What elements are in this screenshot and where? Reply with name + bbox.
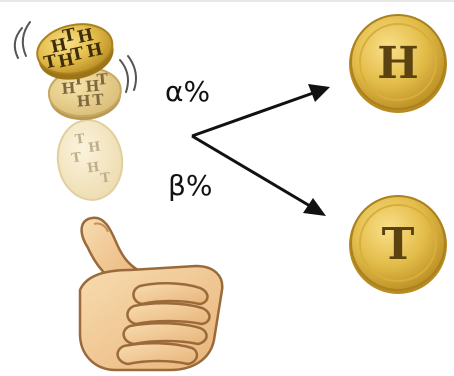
coin-top-letter: T: [69, 43, 86, 65]
alpha-probability-label: α%: [165, 75, 210, 108]
coin-faded-letter: H: [87, 139, 101, 156]
arrowhead-tails: [303, 198, 326, 216]
coin-top-letter: H: [76, 25, 96, 48]
coin-middle-letter: H: [76, 92, 92, 111]
arrow-to-heads: [191, 90, 317, 138]
coin-top: H T H T H T H: [36, 23, 114, 80]
coin-middle: H T H T H T: [47, 66, 122, 121]
coin-faded-letter: T: [74, 132, 86, 148]
coin-faded-letter: T: [100, 170, 112, 186]
tails-coin: T: [349, 195, 447, 294]
coin-top-letter: T: [42, 51, 59, 73]
heads-coin: H: [349, 14, 447, 113]
coin-middle-letter: T: [96, 70, 110, 89]
beta-probability-label: β%: [168, 169, 212, 202]
coin-top-letter: H: [56, 50, 76, 73]
coin-faded: T H T H T: [56, 119, 124, 201]
coin-middle-letter: H: [61, 79, 77, 98]
heads-letter: H: [377, 38, 419, 89]
arrow-to-tails: [191, 134, 311, 208]
coin-middle-letter: T: [92, 90, 106, 109]
coin-top-letter: T: [61, 25, 78, 47]
tails-letter: T: [382, 219, 415, 270]
coin-faded-letter: H: [86, 160, 100, 177]
coin-top-letter: H: [85, 39, 105, 62]
motion-lines: [13, 21, 137, 93]
thumbs-up-hand-icon: [78, 216, 224, 372]
coin-faded-letter: T: [71, 150, 83, 166]
coin-top-letter: H: [49, 35, 69, 58]
branch-arrows: [191, 84, 330, 216]
arrowhead-heads: [308, 84, 330, 102]
coin-middle-letter: H: [85, 77, 101, 96]
